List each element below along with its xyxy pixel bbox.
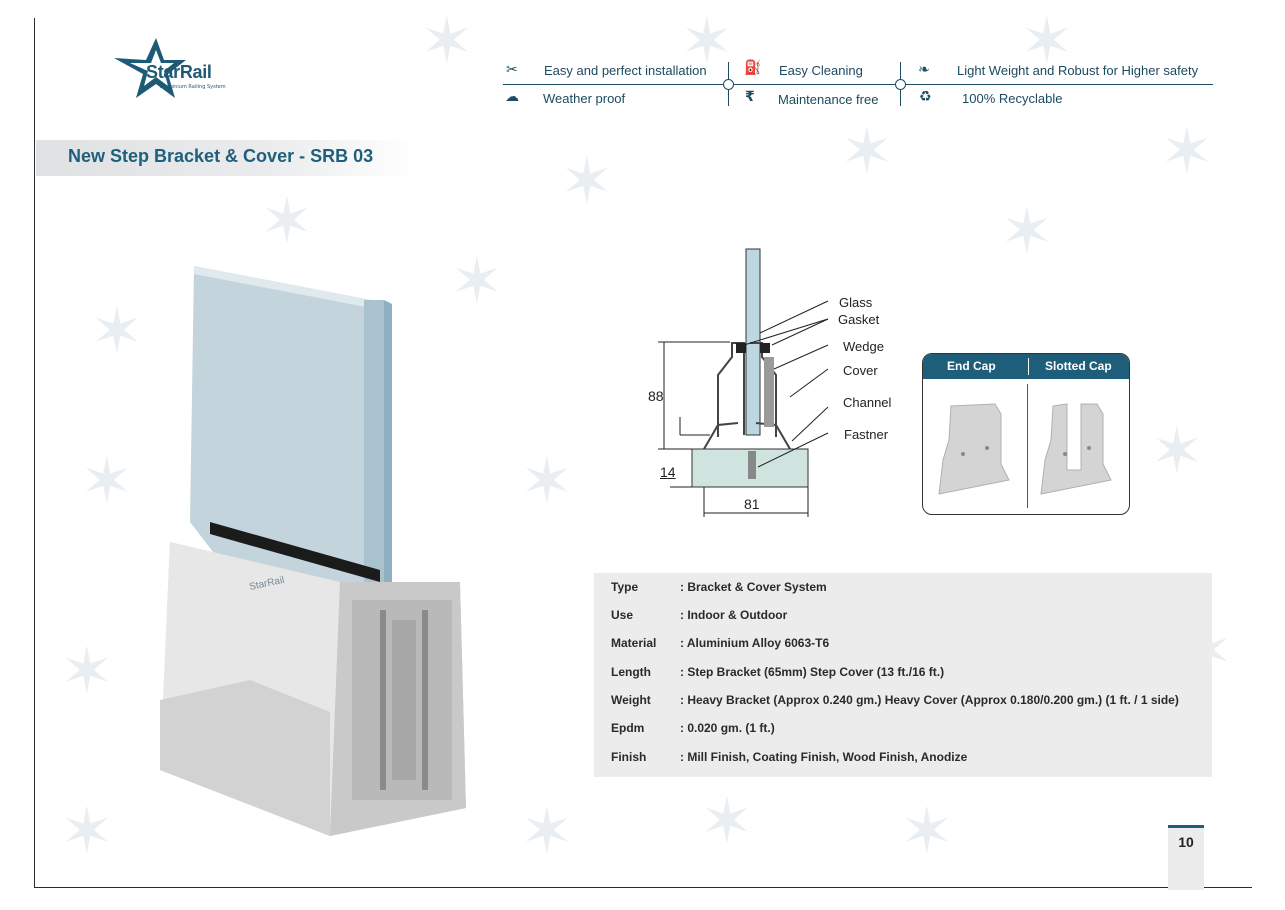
label-fastner: Fastner xyxy=(844,427,889,442)
slotted-cap-image xyxy=(1040,403,1112,495)
spec-table xyxy=(594,573,1212,777)
end-cap-label: End Cap xyxy=(947,359,996,373)
brand-tagline: Aluminium Railing System xyxy=(160,84,226,90)
caps-panel: End Cap Slotted Cap xyxy=(922,353,1130,515)
spec-value: : 0.020 gm. (1 ft.) xyxy=(680,721,775,735)
page-border-left xyxy=(34,18,35,888)
feature-installation: Easy and perfect installation xyxy=(544,63,707,78)
label-glass: Glass xyxy=(839,295,873,310)
feature-recyclable: 100% Recyclable xyxy=(962,91,1063,106)
feature-maintenance: Maintenance free xyxy=(778,92,879,107)
rupee-icon: ₹ xyxy=(745,89,755,105)
features-node xyxy=(895,79,906,90)
cross-section-diagram xyxy=(658,248,829,517)
features-node xyxy=(723,79,734,90)
feature-lightweight: Light Weight and Robust for Higher safet… xyxy=(957,63,1199,78)
spec-key: Use xyxy=(611,608,634,622)
label-channel: Channel xyxy=(843,395,892,410)
slotted-cap-label: Slotted Cap xyxy=(1045,359,1112,373)
weather-cloud-icon: ☁ xyxy=(505,89,519,105)
dim-base: 14 xyxy=(660,464,676,480)
title-bar xyxy=(36,140,416,176)
spec-value: : Indoor & Outdoor xyxy=(680,608,788,622)
caps-header: End Cap Slotted Cap xyxy=(923,354,1129,379)
feature-cleaning: Easy Cleaning xyxy=(779,63,863,78)
star-logo-icon xyxy=(114,38,186,98)
caps-header-divider xyxy=(1028,358,1029,375)
tools-icon: ✂ xyxy=(506,62,518,78)
label-cover: Cover xyxy=(843,363,878,378)
caps-divider xyxy=(1027,384,1028,508)
spec-key: Weight xyxy=(611,693,651,707)
label-gasket: Gasket xyxy=(838,312,880,327)
spec-key: Epdm xyxy=(611,721,645,735)
spec-value: : Step Bracket (65mm) Step Cover (13 ft.… xyxy=(680,665,945,679)
feather-icon: ❧ xyxy=(918,62,930,78)
spec-key: Finish xyxy=(611,750,647,764)
spec-value: : Heavy Bracket (Approx 0.240 gm.) Heavy… xyxy=(680,693,1179,707)
end-cap-image xyxy=(938,403,1010,495)
spec-value: : Aluminium Alloy 6063-T6 xyxy=(680,636,830,650)
page-border-bottom xyxy=(34,887,1252,888)
dim-height: 88 xyxy=(648,388,664,404)
spec-value: : Bracket & Cover System xyxy=(680,580,827,594)
recycle-icon: ♻ xyxy=(919,89,932,105)
spec-key: Type xyxy=(611,580,639,594)
spray-bottle-icon: ⛽ xyxy=(744,60,762,76)
features-divider xyxy=(503,84,1213,85)
spec-value: : Mill Finish, Coating Finish, Wood Fini… xyxy=(680,750,968,764)
spec-key: Length xyxy=(611,665,651,679)
product-render-image: StarRail xyxy=(160,266,466,836)
dim-width: 81 xyxy=(744,496,760,512)
spec-key: Material xyxy=(611,636,657,650)
feature-weatherproof: Weather proof xyxy=(543,91,626,106)
page-number: 10 xyxy=(1178,834,1194,850)
page-title: New Step Bracket & Cover - SRB 03 xyxy=(68,146,374,166)
brand-name: StarRail xyxy=(146,62,212,82)
label-wedge: Wedge xyxy=(843,339,884,354)
page-number-tab: 10 xyxy=(1168,825,1204,890)
